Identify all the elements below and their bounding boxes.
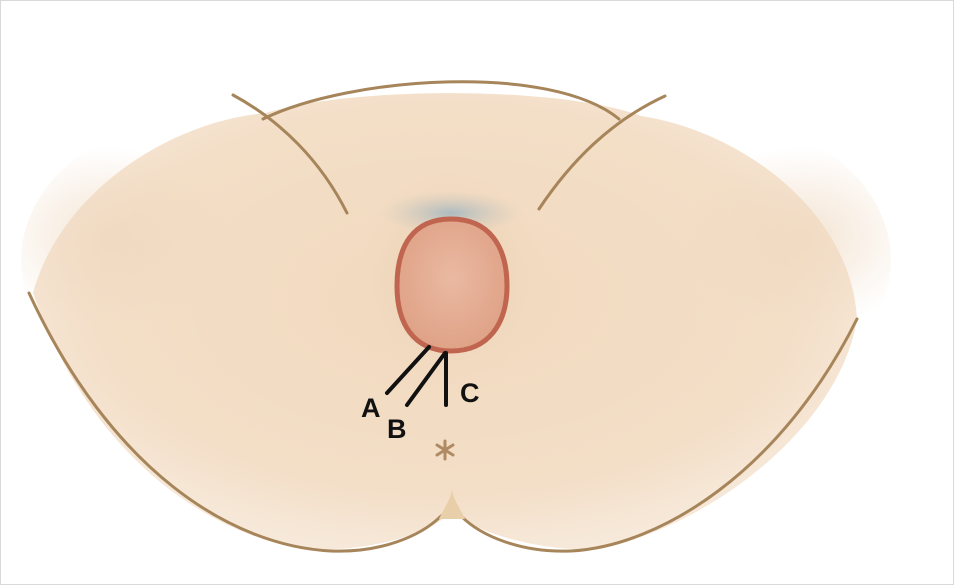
lesion xyxy=(397,219,507,351)
label-a: A xyxy=(361,393,381,423)
label-c: C xyxy=(460,378,480,408)
label-b: B xyxy=(387,414,407,444)
